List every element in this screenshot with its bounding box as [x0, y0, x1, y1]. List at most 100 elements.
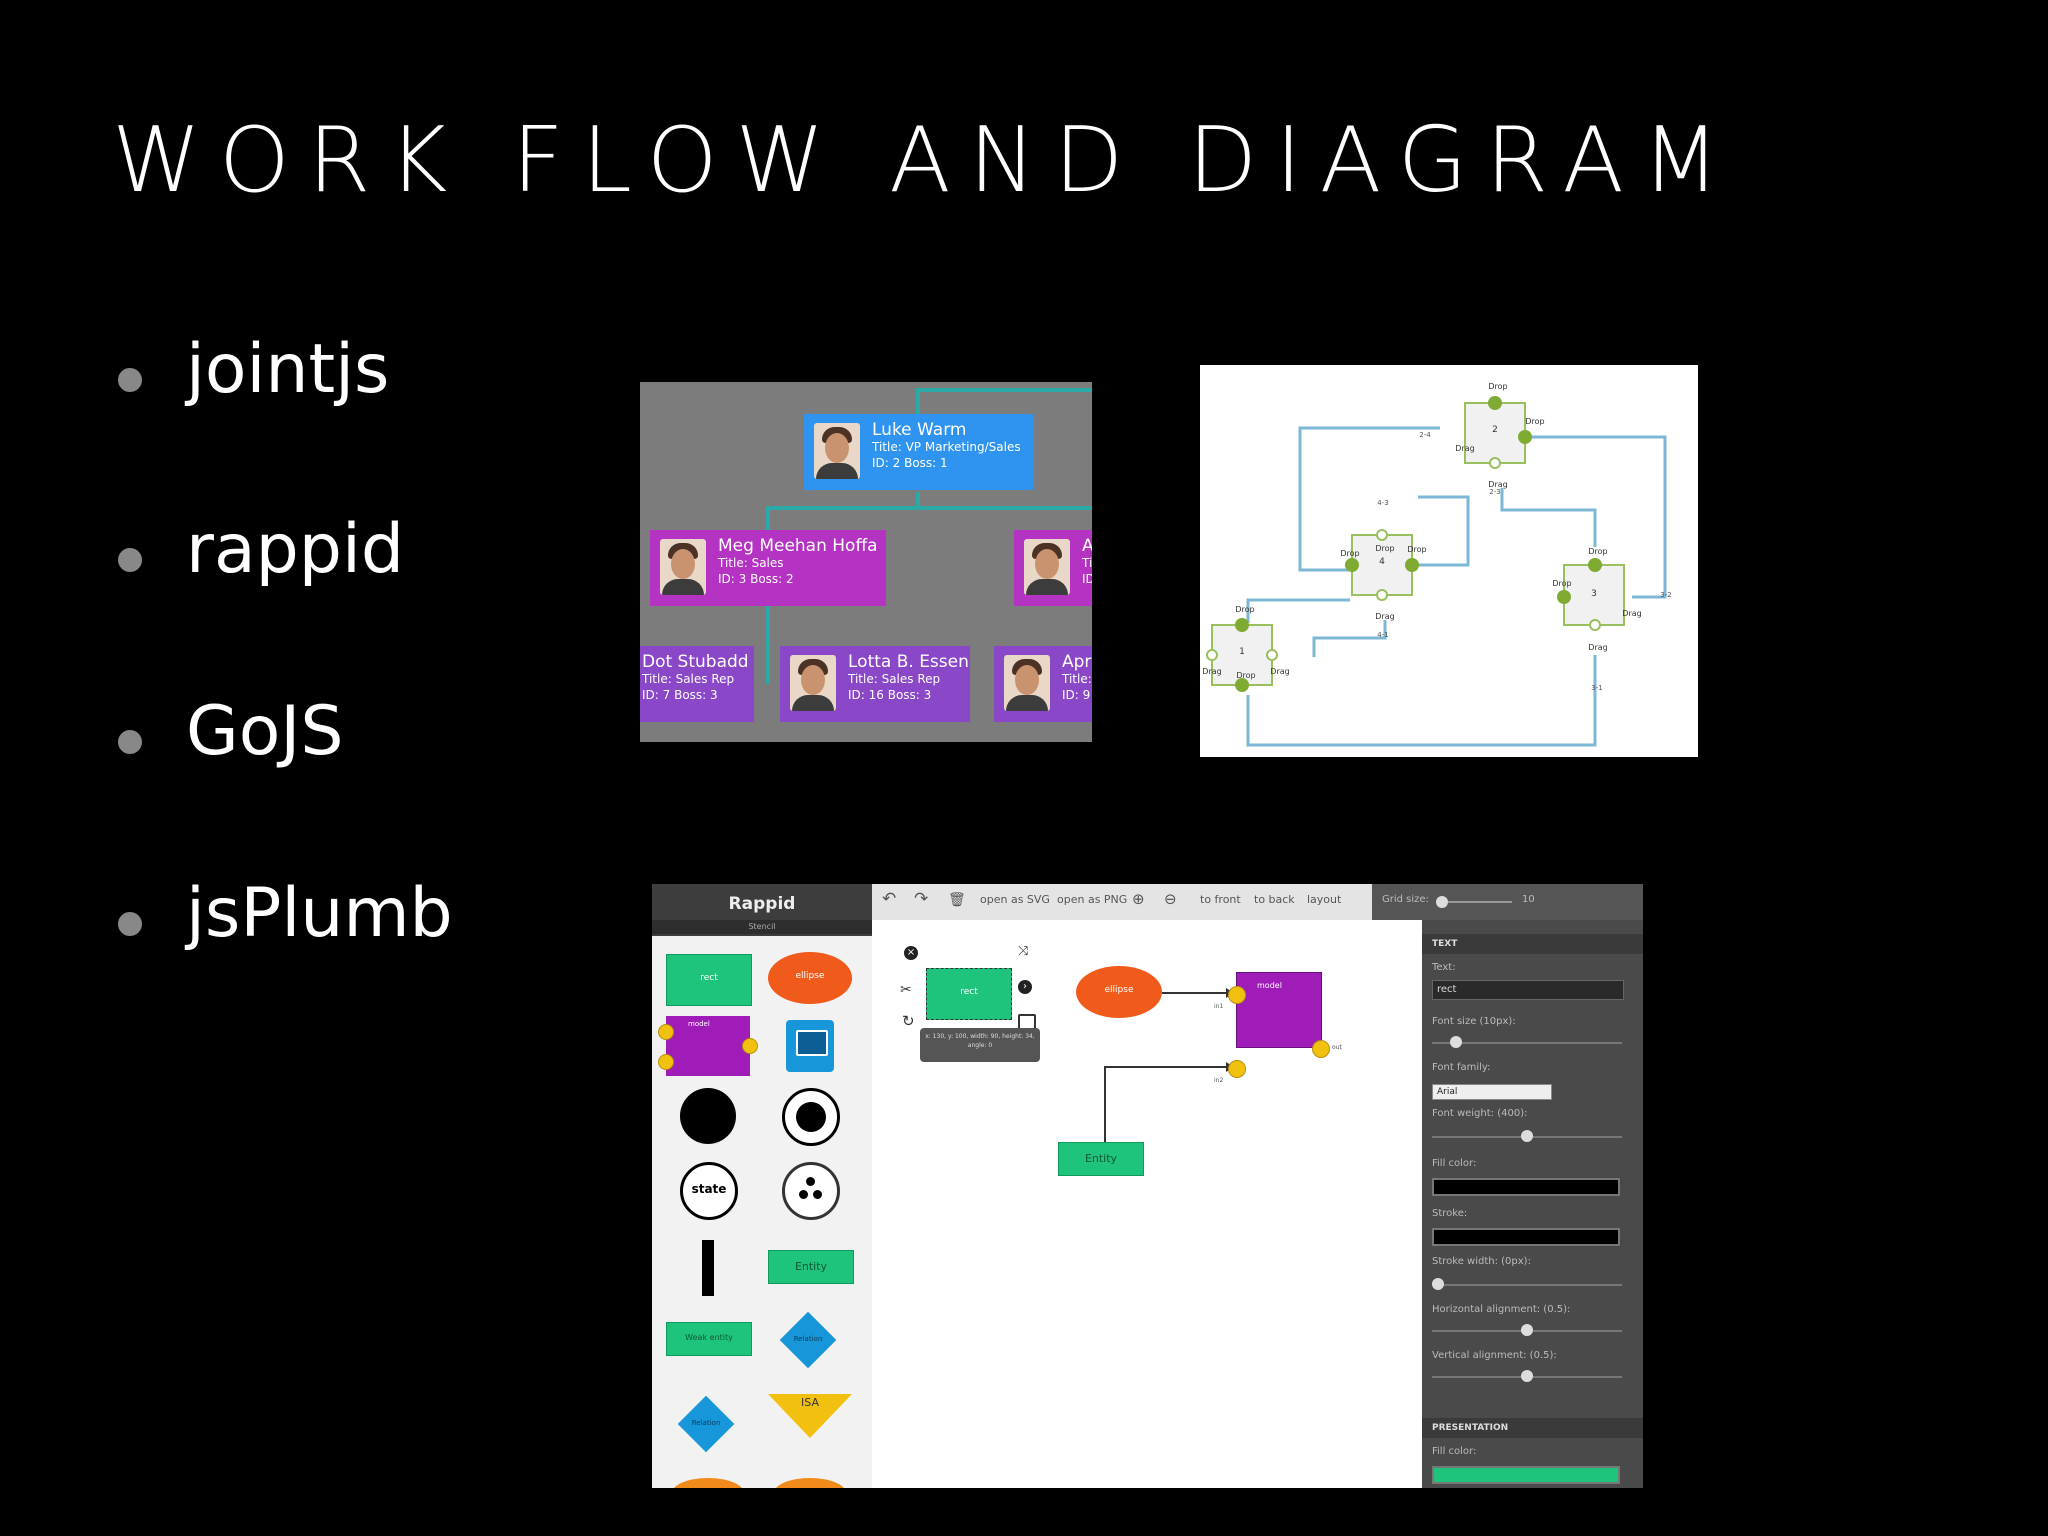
rappid-inspector: TEXT Text: rect Font size (10px): Font f…	[1422, 920, 1643, 1488]
stroke-width-knob[interactable]	[1432, 1278, 1444, 1290]
org-chart-image: Luke Warm Title: VP Marketing/Sales ID: …	[640, 382, 1092, 742]
h-align-knob[interactable]	[1521, 1324, 1533, 1336]
stencil-end-state[interactable]	[782, 1088, 840, 1146]
font-size-label: Font size (10px):	[1432, 1016, 1516, 1027]
zoom-out-icon[interactable]: ⊖	[1164, 890, 1177, 908]
org-card[interactable]: Luke Warm Title: VP Marketing/Sales ID: …	[804, 414, 1034, 490]
card-ids: ID	[1082, 572, 1092, 586]
image-icon[interactable]	[786, 1020, 834, 1072]
stencil-model[interactable]: model	[658, 1016, 758, 1076]
to-front-button[interactable]: to front	[1200, 893, 1241, 906]
endpoint-ring-icon	[1206, 649, 1218, 661]
endpoint-dot-icon	[1557, 590, 1571, 604]
stencil-weak-entity[interactable]: Weak entity	[666, 1322, 752, 1356]
card-ids: ID: 7 Boss: 3	[642, 688, 718, 702]
node-label: 4	[1379, 557, 1385, 567]
canvas-entity[interactable]: Entity	[1058, 1142, 1144, 1176]
org-card[interactable]: Dot Stubadd Title: Sales Rep ID: 7 Boss:…	[640, 646, 754, 722]
node-label: 1	[1239, 647, 1245, 657]
stroke-width-slider[interactable]	[1432, 1284, 1622, 1286]
stencil-rect[interactable]: rect	[666, 954, 752, 1006]
section-header-text[interactable]: TEXT	[1422, 934, 1643, 954]
zoom-in-icon[interactable]: ⊕	[1132, 890, 1145, 908]
font-size-slider[interactable]	[1432, 1042, 1622, 1044]
flow-connector	[1500, 488, 1597, 547]
undo-icon[interactable]: ↶	[882, 889, 897, 909]
font-weight-knob[interactable]	[1521, 1130, 1533, 1142]
flow-connector	[1388, 495, 1470, 567]
org-card[interactable]: Meg Meehan Hoffa Title: Sales ID: 3 Boss…	[650, 530, 886, 606]
layout-button[interactable]: layout	[1307, 893, 1342, 906]
flow-node	[1464, 402, 1526, 464]
stencil-ellipse-partial[interactable]	[672, 1478, 744, 1488]
stencil-bar[interactable]	[702, 1240, 714, 1296]
flow-connector	[1246, 655, 1597, 747]
org-card[interactable]: Lotta B. Essen Title: Sales Rep ID: 16 B…	[780, 646, 970, 722]
font-size-knob[interactable]	[1449, 1036, 1462, 1048]
stencil-fork-icon[interactable]	[782, 1162, 840, 1220]
canvas-model[interactable]: model	[1236, 972, 1322, 1048]
bullet-dot-icon	[118, 730, 142, 754]
card-title: Ti	[1082, 556, 1092, 570]
handle-label: Drop	[1407, 545, 1426, 554]
card-ids: ID: 9	[1062, 688, 1091, 702]
shuffle-icon[interactable]: ⤨	[1018, 944, 1029, 959]
link-line[interactable]	[1104, 1066, 1106, 1142]
node-label: 3	[1591, 589, 1597, 599]
fill-color-swatch-green[interactable]	[1432, 1466, 1620, 1484]
avatar	[660, 539, 706, 595]
stencil-ellipse-partial[interactable]	[774, 1478, 846, 1488]
port-label: out	[1332, 1044, 1342, 1051]
org-card[interactable]: A Ti ID	[1014, 530, 1092, 606]
rappid-canvas[interactable]: × ⤨ ✂ › ↻ rect x: 130, y: 100, width: 90…	[872, 920, 1422, 1488]
stencil-state[interactable]: state	[680, 1162, 738, 1220]
edge-label: 2-4	[1419, 431, 1431, 439]
v-align-knob[interactable]	[1521, 1370, 1533, 1382]
grid-size-knob[interactable]	[1436, 896, 1448, 908]
avatar	[1024, 539, 1070, 595]
grid-size-slider[interactable]	[1442, 901, 1512, 903]
font-weight-label: Font weight: (400):	[1432, 1108, 1528, 1119]
stencil-isa[interactable]	[768, 1394, 852, 1438]
grid-size-control: Grid size: 10	[1372, 884, 1643, 920]
org-card[interactable]: Apr Title: ID: 9	[994, 646, 1092, 722]
link-arrow-icon[interactable]: ›	[1018, 980, 1032, 994]
endpoint-ring-icon	[1266, 649, 1278, 661]
fill-color-swatch[interactable]	[1432, 1178, 1620, 1196]
open-svg-button[interactable]: open as SVG	[980, 893, 1050, 906]
link-line[interactable]	[1162, 992, 1228, 994]
stroke-color-swatch[interactable]	[1432, 1228, 1620, 1246]
bullet-dot-icon	[118, 912, 142, 936]
edge-label: 4-3	[1377, 499, 1388, 507]
text-input[interactable]: rect	[1432, 980, 1624, 1000]
stencil-ellipse[interactable]: ellipse	[768, 952, 852, 1004]
to-back-button[interactable]: to back	[1254, 893, 1295, 906]
stencil-start-state[interactable]	[680, 1088, 736, 1144]
trash-icon[interactable]: 🗑	[948, 892, 966, 908]
avatar	[790, 655, 836, 711]
canvas-rect-selected[interactable]: rect	[926, 968, 1012, 1020]
port-out[interactable]	[1312, 1040, 1330, 1058]
section-header-presentation[interactable]: PRESENTATION	[1422, 1418, 1643, 1438]
port-in2[interactable]	[1228, 1060, 1246, 1078]
grid-size-label: Grid size:	[1382, 894, 1429, 905]
flow-connector	[1312, 620, 1387, 657]
redo-icon[interactable]: ↷	[914, 889, 929, 909]
remove-icon[interactable]: ×	[904, 946, 918, 960]
port-in1[interactable]	[1228, 986, 1246, 1004]
bullet-text: rappid	[186, 510, 405, 589]
scissors-icon[interactable]: ✂	[900, 982, 912, 998]
canvas-ellipse[interactable]: ellipse	[1076, 966, 1162, 1018]
rotate-icon[interactable]: ↻	[902, 1012, 915, 1030]
link-line[interactable]	[1104, 1066, 1228, 1068]
card-title: Title: Sales Rep	[642, 672, 735, 686]
avatar	[814, 423, 860, 479]
element-tooltip: x: 130, y: 100, width: 90, height: 34, a…	[920, 1028, 1040, 1062]
handle-label: Drop	[1488, 382, 1507, 391]
endpoint-dot-icon	[1588, 558, 1602, 572]
font-family-select[interactable]: Arial	[1432, 1084, 1552, 1100]
endpoint-dot-icon	[1488, 396, 1502, 410]
open-png-button[interactable]: open as PNG	[1057, 893, 1128, 906]
stencil-entity[interactable]: Entity	[768, 1250, 854, 1284]
handle-label: Drop	[1235, 605, 1254, 614]
